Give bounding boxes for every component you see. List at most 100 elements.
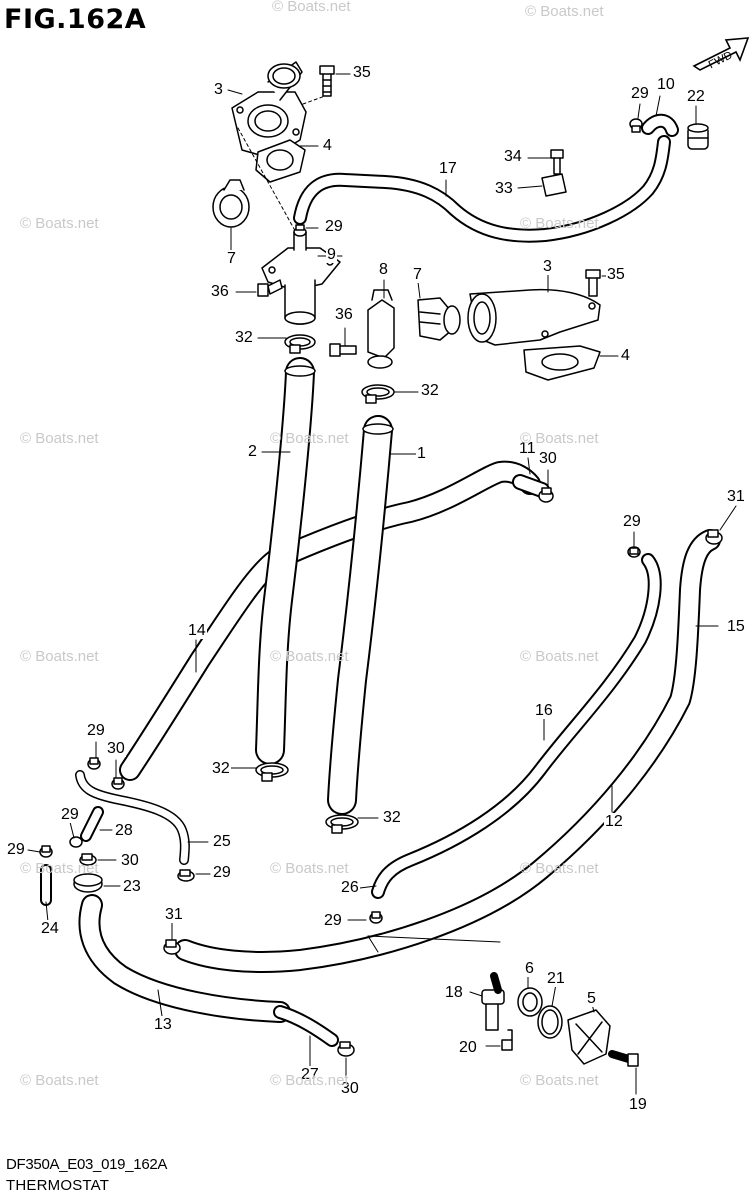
clamp-32-c[interactable] bbox=[255, 762, 289, 782]
o-ring-21[interactable] bbox=[537, 1005, 563, 1039]
callout-26[interactable]: 26 bbox=[340, 879, 360, 896]
callout-7[interactable]: 7 bbox=[412, 266, 423, 283]
callout-28[interactable]: 28 bbox=[114, 822, 134, 839]
callout-31[interactable]: 31 bbox=[164, 906, 184, 923]
clamp-29-e[interactable] bbox=[87, 757, 101, 770]
grommet-23[interactable] bbox=[73, 873, 103, 893]
callout-18[interactable]: 18 bbox=[444, 984, 464, 1001]
callout-30[interactable]: 30 bbox=[340, 1080, 360, 1097]
clamp-31-b[interactable] bbox=[163, 939, 181, 955]
clamp-32-b[interactable] bbox=[361, 384, 395, 404]
callout-17[interactable]: 17 bbox=[438, 160, 458, 177]
clamp-31-a[interactable] bbox=[705, 529, 723, 545]
bracket-33[interactable] bbox=[541, 173, 567, 197]
clamp-30-a[interactable] bbox=[538, 487, 554, 503]
hose-15[interactable] bbox=[174, 529, 721, 973]
gasket-4-top[interactable] bbox=[255, 139, 306, 183]
callout-3[interactable]: 3 bbox=[213, 81, 224, 98]
connector-28[interactable] bbox=[80, 806, 104, 842]
elbow-8[interactable] bbox=[367, 289, 395, 369]
bolt-36-a[interactable] bbox=[257, 279, 283, 297]
hose-25[interactable] bbox=[75, 770, 190, 865]
callout-29[interactable]: 29 bbox=[622, 513, 642, 530]
hose-16[interactable] bbox=[371, 553, 662, 899]
hose-2[interactable] bbox=[255, 357, 315, 765]
callout-22[interactable]: 22 bbox=[686, 88, 706, 105]
fitting-18[interactable] bbox=[481, 972, 505, 1031]
clamp-29-d[interactable] bbox=[369, 911, 383, 924]
clamp-29-g[interactable] bbox=[69, 836, 83, 848]
callout-23[interactable]: 23 bbox=[122, 878, 142, 895]
callout-5[interactable]: 5 bbox=[586, 990, 597, 1007]
callout-16[interactable]: 16 bbox=[534, 702, 554, 719]
callout-4[interactable]: 4 bbox=[322, 137, 333, 154]
callout-36[interactable]: 36 bbox=[334, 306, 354, 323]
thermostat-7-left[interactable] bbox=[212, 179, 250, 228]
callout-13[interactable]: 13 bbox=[153, 1016, 173, 1033]
bolt-35-mid[interactable] bbox=[585, 269, 601, 297]
gasket-4-mid[interactable] bbox=[523, 345, 601, 381]
cap-22[interactable] bbox=[687, 123, 709, 150]
callout-4[interactable]: 4 bbox=[620, 347, 631, 364]
callout-21[interactable]: 21 bbox=[546, 970, 566, 987]
callout-32[interactable]: 32 bbox=[382, 809, 402, 826]
hose-11[interactable] bbox=[512, 474, 550, 498]
clamp-32-d[interactable] bbox=[325, 814, 359, 834]
callout-7[interactable]: 7 bbox=[226, 250, 237, 267]
clamp-29-h[interactable] bbox=[39, 845, 53, 858]
clamp-30-d[interactable] bbox=[337, 1041, 355, 1057]
bolt-36-b[interactable] bbox=[329, 343, 357, 357]
thermostat-cover-3-mid[interactable] bbox=[467, 288, 601, 346]
thermostat-7-mid[interactable] bbox=[417, 297, 461, 341]
callout-34[interactable]: 34 bbox=[503, 148, 523, 165]
hose-17[interactable] bbox=[293, 135, 671, 243]
callout-29[interactable]: 29 bbox=[6, 841, 26, 858]
callout-14[interactable]: 14 bbox=[187, 622, 207, 639]
clamp-30-c[interactable] bbox=[79, 853, 97, 866]
callout-32[interactable]: 32 bbox=[420, 382, 440, 399]
callout-29[interactable]: 29 bbox=[323, 912, 343, 929]
callout-19[interactable]: 19 bbox=[628, 1096, 648, 1113]
callout-29[interactable]: 29 bbox=[60, 806, 80, 823]
bolt-19[interactable] bbox=[608, 1050, 639, 1067]
cover-5[interactable] bbox=[567, 1009, 611, 1065]
callout-12[interactable]: 12 bbox=[604, 813, 624, 830]
hose-13[interactable] bbox=[78, 894, 291, 1023]
callout-33[interactable]: 33 bbox=[494, 180, 514, 197]
callout-30[interactable]: 30 bbox=[538, 450, 558, 467]
clamp-29-b[interactable] bbox=[629, 118, 643, 133]
bolt-20[interactable] bbox=[501, 1029, 513, 1051]
callout-27[interactable]: 27 bbox=[300, 1066, 320, 1083]
callout-20[interactable]: 20 bbox=[458, 1039, 478, 1056]
hose-14[interactable] bbox=[119, 460, 541, 781]
clamp-32-a[interactable] bbox=[284, 334, 316, 354]
callout-8[interactable]: 8 bbox=[378, 261, 389, 278]
callout-1[interactable]: 1 bbox=[416, 445, 427, 462]
clamp-29-a[interactable] bbox=[293, 224, 307, 237]
bolt-35-top[interactable] bbox=[319, 65, 335, 97]
callout-30[interactable]: 30 bbox=[106, 740, 126, 757]
callout-6[interactable]: 6 bbox=[524, 960, 535, 977]
callout-10[interactable]: 10 bbox=[656, 76, 676, 93]
clamp-29-f[interactable] bbox=[177, 869, 195, 882]
bolt-34[interactable] bbox=[550, 149, 564, 175]
callout-31[interactable]: 31 bbox=[726, 488, 746, 505]
hose-27[interactable] bbox=[273, 1005, 339, 1047]
callout-29[interactable]: 29 bbox=[212, 864, 232, 881]
callout-11[interactable]: 11 bbox=[518, 440, 537, 457]
hose-1[interactable] bbox=[327, 415, 393, 815]
callout-29[interactable]: 29 bbox=[86, 722, 106, 739]
callout-15[interactable]: 15 bbox=[726, 618, 746, 635]
callout-25[interactable]: 25 bbox=[212, 833, 232, 850]
clamp-30-b[interactable] bbox=[111, 777, 125, 790]
callout-30[interactable]: 30 bbox=[120, 852, 140, 869]
callout-3[interactable]: 3 bbox=[542, 258, 553, 275]
callout-32[interactable]: 32 bbox=[211, 760, 231, 777]
callout-2[interactable]: 2 bbox=[247, 443, 258, 460]
callout-32[interactable]: 32 bbox=[234, 329, 254, 346]
callout-35[interactable]: 35 bbox=[606, 266, 626, 283]
callout-29[interactable]: 29 bbox=[630, 85, 650, 102]
clamp-29-c[interactable] bbox=[627, 546, 641, 558]
callout-9[interactable]: 9 bbox=[326, 246, 337, 263]
hose-10[interactable] bbox=[641, 113, 679, 137]
